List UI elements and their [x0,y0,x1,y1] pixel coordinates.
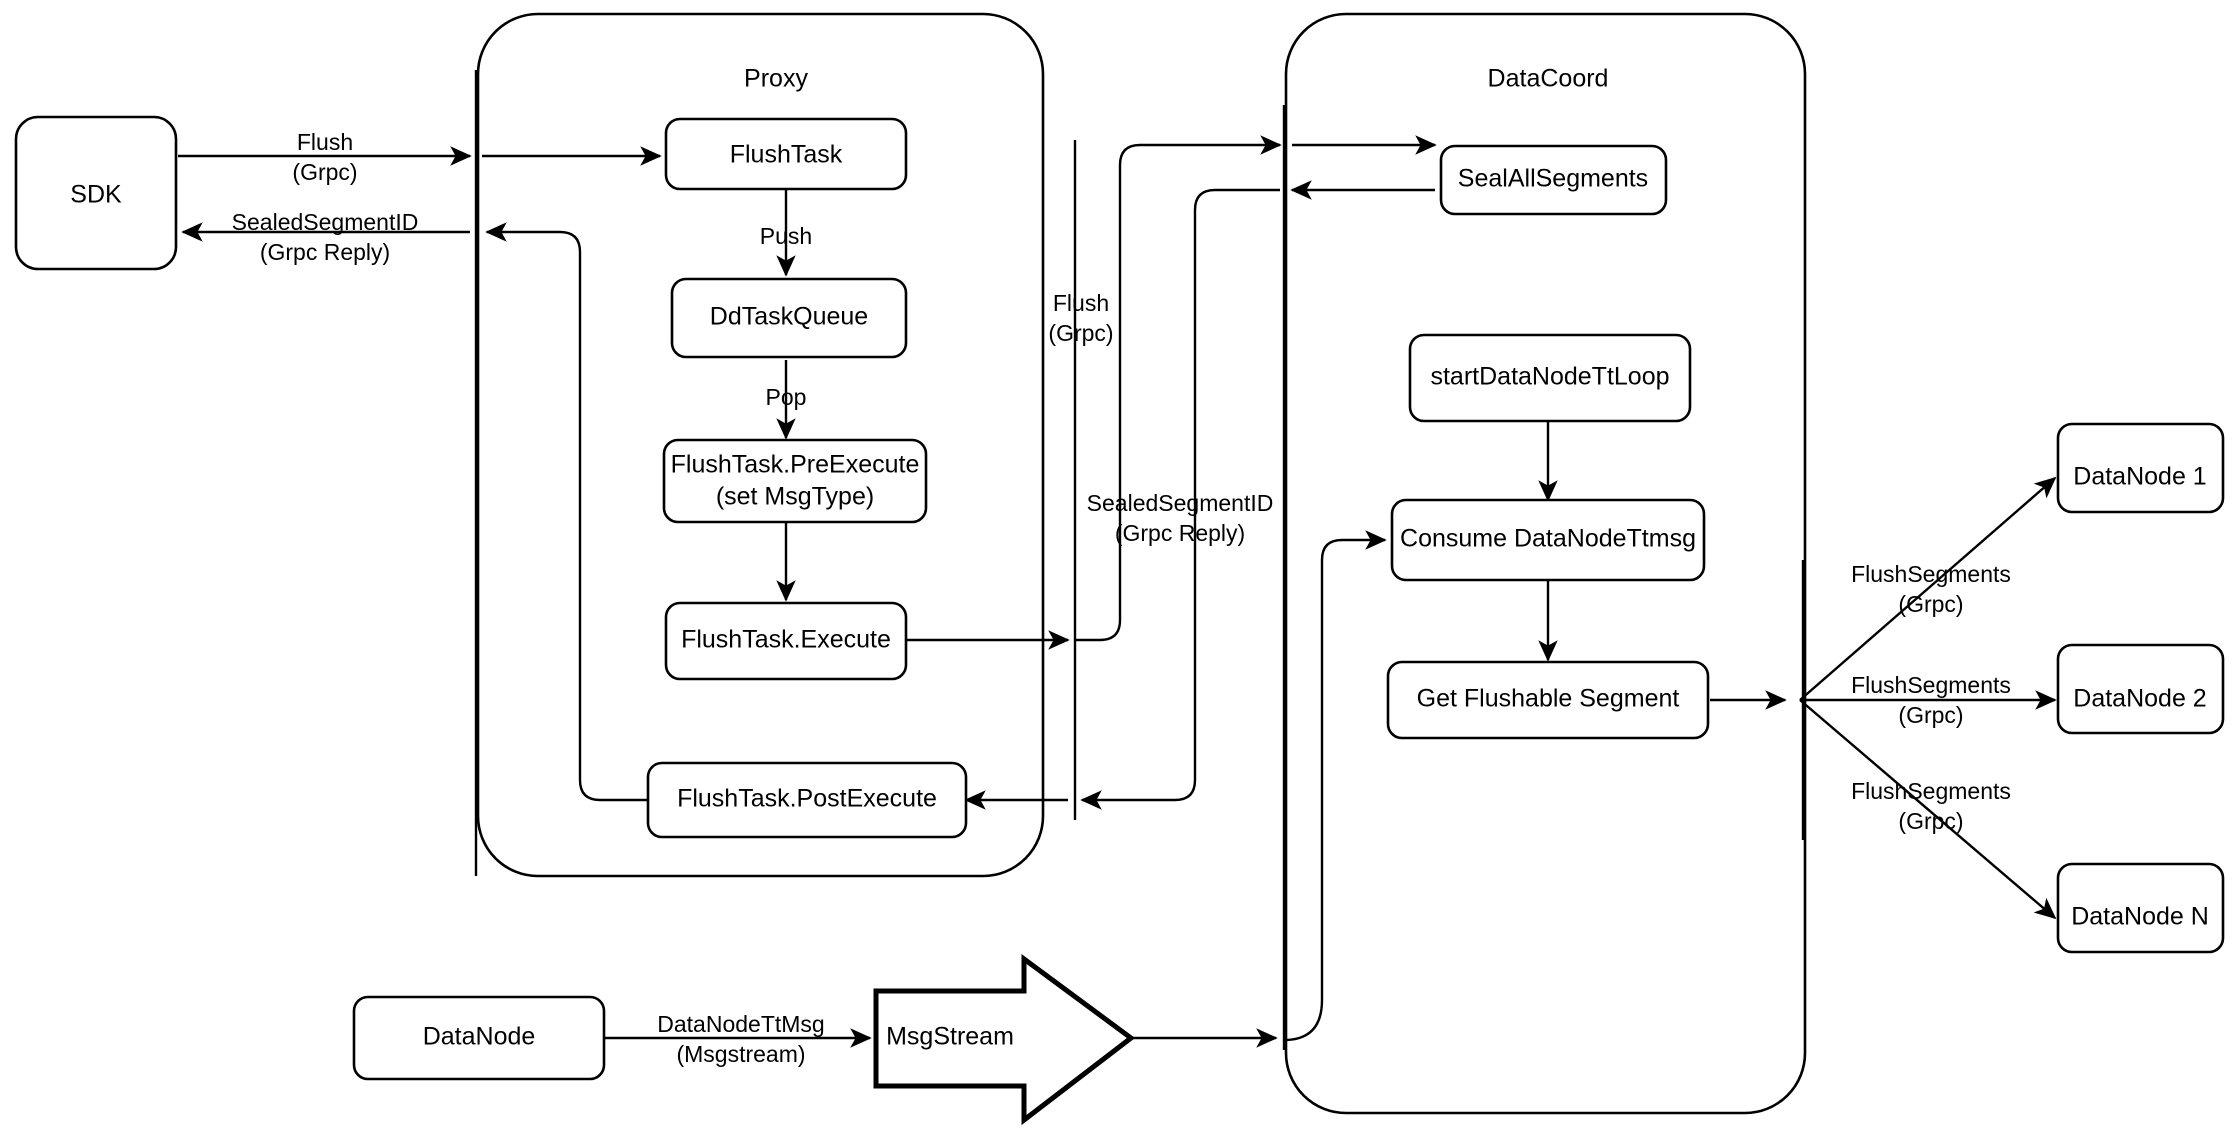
flushtask-label: FlushTask [730,141,843,169]
sdk-flush-label-line2: (Grpc) [292,159,357,185]
sdk-label: SDK [70,181,122,209]
datanode-n-label: DataNode N [2071,903,2209,931]
coord-reply-label-line2: (Grpc Reply) [1115,520,1245,546]
datanode-source-box[interactable] [352,995,606,1081]
datanode-tt-label-line1: DataNodeTtMsg [657,1011,824,1037]
node-flushtask-postexecute[interactable]: FlushTask.PostExecute [646,761,968,839]
msgstream-label: MsgStream [886,1023,1014,1051]
preexecute-label-line1: FlushTask.PreExecute [671,451,920,479]
label-flushsegments-1: FlushSegments (Grpc) [1851,561,2011,617]
flushseg-n-label-line1: FlushSegments [1851,778,2011,804]
postexecute-label: FlushTask.PostExecute [677,785,937,813]
postexecute-box[interactable] [646,761,968,839]
proxy-container-outline [476,12,1045,878]
label-datacoord-to-proxy-reply: SealedSegmentID (Grpc Reply) [1087,490,1274,546]
sealallsegments-box[interactable] [1439,144,1668,216]
edge-fanout-to-datanode-n [1799,699,2057,920]
node-seal-all-segments[interactable]: SealAllSegments [1439,144,1668,216]
datacoord-container-title: DataCoord [1488,65,1609,93]
preexecute-box[interactable] [662,438,928,524]
node-datanode-2[interactable]: DataNode 2 [2056,643,2225,735]
sealallsegments-label: SealAllSegments [1458,165,1648,193]
edge-postexecute-to-sdk-reply [485,222,648,802]
flushseg-2-label-line1: FlushSegments [1851,672,2011,698]
container-datacoord: DataCoord [1284,12,1807,1115]
label-flushsegments-2: FlushSegments (Grpc) [1851,672,2011,728]
node-sdk[interactable]: SDK [14,115,178,271]
node-flush-task[interactable]: FlushTask [664,117,908,191]
ddtaskqueue-label: DdTaskQueue [710,303,868,331]
consume-box[interactable] [1390,498,1706,582]
node-dd-task-queue[interactable]: DdTaskQueue [670,277,908,359]
node-flushtask-execute[interactable]: FlushTask.Execute [664,601,908,681]
container-proxy: Proxy [476,12,1045,878]
push-label: Push [760,223,812,249]
sdk-box[interactable] [14,115,178,271]
consume-label: Consume DataNodeTtmsg [1400,525,1696,553]
edge-fanout-to-datanode-1 [1799,476,2057,701]
datacoord-container-outline [1284,12,1807,1115]
flushseg-1-label-line1: FlushSegments [1851,561,2011,587]
label-datanode-ttmsg: DataNodeTtMsg (Msgstream) [657,1011,824,1067]
datanode-2-label: DataNode 2 [2073,685,2206,713]
execute-label: FlushTask.Execute [681,626,891,654]
edge-msgstream-rail-to-consume [1283,530,1387,1042]
proxy-container-title: Proxy [744,65,808,93]
flushseg-2-label-line2: (Grpc) [1898,702,1963,728]
label-sdk-to-proxy: Flush (Grpc) [292,129,357,185]
pop-label: Pop [766,384,807,410]
coord-reply-label-line1: SealedSegmentID [1087,490,1274,516]
preexecute-label-line2: (set MsgType) [716,483,874,511]
flushseg-n-label-line2: (Grpc) [1898,808,1963,834]
datanode-1-box[interactable] [2056,422,2225,514]
edge-datacoord-to-proxy-reply [1080,188,1280,810]
label-proxy-to-datacoord-flush: Flush (Grpc) [1048,290,1113,346]
datanode-n-box[interactable] [2056,862,2225,954]
node-get-flushable-segment[interactable]: Get Flushable Segment [1386,660,1710,740]
node-msgstream[interactable]: MsgStream [873,954,1136,1126]
msgstream-arrow-shape[interactable] [873,954,1136,1126]
datanode-tt-label-line2: (Msgstream) [676,1041,805,1067]
node-consume-datanode-ttmsg[interactable]: Consume DataNodeTtmsg [1390,498,1706,582]
getflushable-label: Get Flushable Segment [1417,685,1680,713]
starttloop-label: startDataNodeTtLoop [1430,363,1669,391]
datanode-source-label: DataNode [423,1023,536,1051]
datanode-1-label: DataNode 1 [2073,463,2206,491]
flushseg-1-label-line2: (Grpc) [1898,591,1963,617]
execute-box[interactable] [664,601,908,681]
sdk-flush-label-line1: Flush [297,129,353,155]
ddtaskqueue-box[interactable] [670,277,908,359]
node-start-datanode-tt-loop[interactable]: startDataNodeTtLoop [1408,333,1692,423]
coord-flush-label-line2: (Grpc) [1048,320,1113,346]
node-datanode-n[interactable]: DataNode N [2056,862,2225,954]
label-pop: Pop [766,384,807,410]
label-proxy-to-sdk: SealedSegmentID (Grpc Reply) [232,209,419,265]
label-push: Push [760,223,812,249]
node-flushtask-preexecute[interactable]: FlushTask.PreExecute (set MsgType) [662,438,928,524]
label-flushsegments-n: FlushSegments (Grpc) [1851,778,2011,834]
node-datanode-1[interactable]: DataNode 1 [2056,422,2225,514]
edge-proxy-to-datacoord-flush [1075,135,1282,642]
starttloop-box[interactable] [1408,333,1692,423]
getflushable-box[interactable] [1386,660,1710,740]
flushtask-box[interactable] [664,117,908,191]
datanode-2-box[interactable] [2056,643,2225,735]
node-datanode-source[interactable]: DataNode [352,995,606,1081]
sdk-reply-label-line2: (Grpc Reply) [260,239,390,265]
coord-flush-label-line1: Flush [1053,290,1109,316]
sdk-reply-label-line1: SealedSegmentID [232,209,419,235]
